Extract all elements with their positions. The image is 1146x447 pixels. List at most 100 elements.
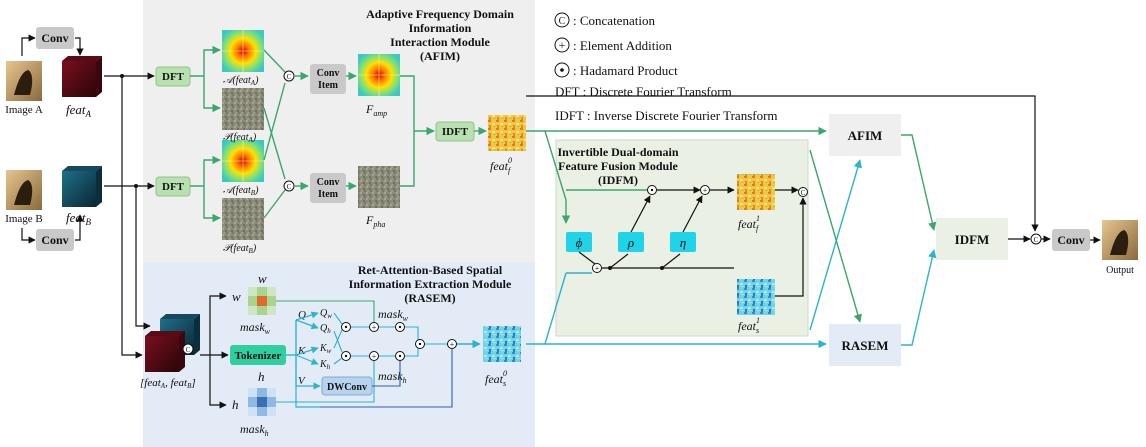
feat-a-label: featA bbox=[66, 102, 92, 119]
svg-text:C: C bbox=[1034, 236, 1039, 244]
tokenizer-block bbox=[230, 345, 286, 365]
idfm-title-3: (IDFM) bbox=[598, 173, 638, 187]
afim-block bbox=[829, 114, 901, 156]
afim-block-label: AFIM bbox=[848, 128, 883, 143]
add-mask-h-icon bbox=[369, 351, 379, 361]
conv-b-block bbox=[36, 229, 74, 251]
svg-text:C: C bbox=[801, 189, 806, 197]
mask-h-label: maskh bbox=[240, 422, 269, 438]
conv-final-block bbox=[1052, 229, 1090, 251]
conv-item-amp-label-1: Conv bbox=[317, 68, 340, 79]
concat-rasem-icon bbox=[182, 343, 194, 355]
conv-item-pha-label-1: Conv bbox=[317, 177, 340, 188]
pha-b-label: 𝒫(featB) bbox=[223, 243, 257, 255]
image-b-figure bbox=[14, 180, 33, 205]
feat-s0-image bbox=[483, 326, 521, 362]
eta-label: η bbox=[680, 235, 686, 250]
feat-f0-image bbox=[488, 115, 526, 151]
pha-a-label: 𝒫(featA) bbox=[223, 132, 257, 144]
mask-w-label: maskw bbox=[240, 320, 271, 336]
f-pha-image bbox=[358, 166, 400, 208]
rasem-title-3: (RASEM) bbox=[404, 291, 455, 305]
mask-w-inline-label: maskw bbox=[378, 307, 409, 323]
rasem-title-1: Ret-Attention-Based Spatial bbox=[358, 263, 503, 277]
afim-title-2: Information bbox=[409, 21, 472, 35]
rho-block bbox=[618, 232, 644, 252]
amp-b-label: 𝒜(featB) bbox=[223, 185, 259, 197]
feat-s1-image bbox=[737, 279, 775, 315]
output-label: Output bbox=[1106, 265, 1134, 276]
phi-label: ϕ bbox=[576, 235, 583, 250]
feat-b-label: featB bbox=[66, 210, 92, 227]
idfm-concat-icon bbox=[798, 187, 808, 197]
idfm-block-label: IDFM bbox=[955, 232, 990, 247]
legend-dft: DFT : Discrete Fourier Transform bbox=[555, 84, 732, 99]
h-top-label: h bbox=[258, 369, 265, 384]
k-label: K bbox=[297, 345, 306, 357]
output-figure bbox=[1110, 230, 1129, 255]
conv-a-label: Conv bbox=[41, 31, 68, 45]
conv-final-label: Conv bbox=[1057, 233, 1084, 247]
idfm-title-2: Feature Fusion Module bbox=[558, 159, 678, 173]
mask-h-inline-label: maskh bbox=[378, 369, 407, 385]
dft-a-label: DFT bbox=[162, 71, 185, 83]
legend: C : Concatenation + : Element Addition :… bbox=[554, 12, 778, 123]
legend-concat: : Concatenation bbox=[573, 13, 655, 28]
concat-feats-block bbox=[145, 314, 200, 372]
kh-label: Kh bbox=[319, 359, 331, 371]
image-a-figure bbox=[14, 70, 33, 95]
add-mask-w-icon bbox=[369, 322, 379, 332]
concat-symbol-icon: C bbox=[559, 16, 566, 27]
conv-b-label: Conv bbox=[41, 233, 68, 247]
feat-f1-image bbox=[737, 174, 775, 210]
pha-a-image bbox=[222, 88, 264, 130]
svg-text:C: C bbox=[287, 183, 292, 191]
feat-b-block bbox=[62, 166, 102, 207]
conv-item-pha-label-2: Item bbox=[318, 189, 339, 200]
concat-feats-label: [featA, featB] bbox=[140, 377, 196, 390]
phi-block bbox=[566, 232, 592, 252]
image-a-label: Image A bbox=[5, 104, 43, 116]
conv-item-amp-label-2: Item bbox=[318, 80, 339, 91]
tokenizer-label: Tokenizer bbox=[235, 350, 282, 362]
mask-h-grid bbox=[248, 388, 276, 416]
svg-text:+: + bbox=[372, 352, 377, 361]
idfm-title-1: Invertible Dual-domain bbox=[557, 145, 678, 159]
conv-a-block bbox=[36, 27, 74, 49]
mask-w-grid bbox=[248, 287, 276, 315]
w-label: w bbox=[232, 289, 241, 304]
qw-label: Qw bbox=[320, 308, 332, 320]
svg-text:C: C bbox=[186, 346, 191, 354]
add-final-icon bbox=[447, 339, 457, 349]
v-label: V bbox=[298, 375, 306, 387]
legend-hadamard: : Hadamard Product bbox=[573, 63, 678, 78]
dwconv-label: DWConv bbox=[327, 382, 367, 393]
pha-b-image bbox=[222, 198, 264, 240]
feat-a-block bbox=[62, 56, 102, 97]
svg-text:+: + bbox=[450, 340, 455, 349]
h-label: h bbox=[232, 397, 239, 412]
afim-title-4: (AFIM) bbox=[420, 49, 460, 63]
idft-label: IDFT bbox=[442, 126, 469, 138]
idfm-add-2-icon bbox=[592, 263, 602, 273]
rho-label: ρ bbox=[627, 235, 634, 250]
rasem-block-label: RASEM bbox=[842, 338, 889, 353]
qh-label: Qh bbox=[320, 323, 331, 335]
legend-idft: IDFT : Inverse Discrete Fourier Transfor… bbox=[555, 108, 778, 123]
q-label: Q bbox=[298, 309, 306, 321]
svg-text:+: + bbox=[595, 264, 600, 273]
image-b-label: Image B bbox=[5, 213, 43, 225]
afim-title-1: Adaptive Frequency Domain bbox=[366, 7, 514, 21]
conv-item-pha-block bbox=[310, 173, 346, 203]
add-symbol-icon: + bbox=[559, 38, 566, 52]
rasem-block bbox=[829, 324, 901, 366]
f-pha-label: Fpha bbox=[365, 213, 385, 229]
kw-label: Kw bbox=[319, 343, 332, 355]
idfm-block bbox=[936, 218, 1008, 260]
